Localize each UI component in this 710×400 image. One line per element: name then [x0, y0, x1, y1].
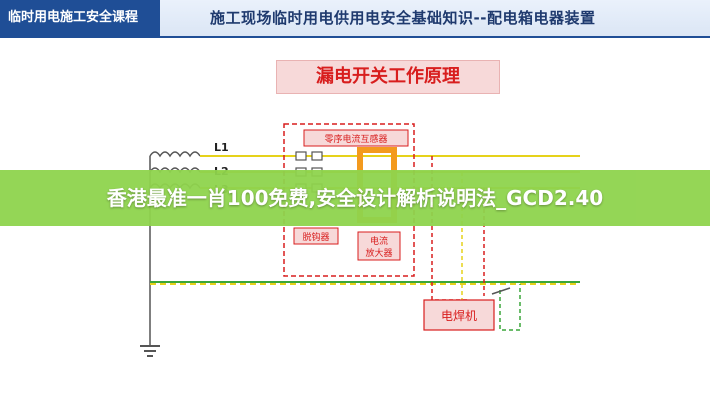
release-box	[293, 227, 339, 245]
amplifier-box	[357, 231, 401, 261]
release-label: 脱钩器	[302, 231, 329, 243]
transformer-label: 零序电流互感器	[324, 133, 387, 145]
page-title: 施工现场临时用电供用电安全基础知识--配电箱电器装置	[210, 9, 596, 27]
top-header-bar: 临时用电施工安全课程 施工现场临时用电供用电安全基础知识--配电箱电器装置	[0, 0, 710, 38]
welder-box	[423, 299, 495, 331]
overlay-banner: 香港最准一肖100免费,安全设计解析说明法_GCD2.40	[0, 170, 710, 226]
course-tab: 临时用电施工安全课程	[0, 0, 160, 36]
diagram-title: 漏电开关工作原理	[276, 60, 500, 94]
amplifier-label-2: 放大器	[365, 247, 392, 259]
transformer-label-box	[303, 129, 409, 147]
line-label-l1: L1	[214, 141, 229, 154]
amplifier-label-1: 电流	[370, 235, 388, 247]
welder-label: 电焊机	[441, 308, 477, 323]
